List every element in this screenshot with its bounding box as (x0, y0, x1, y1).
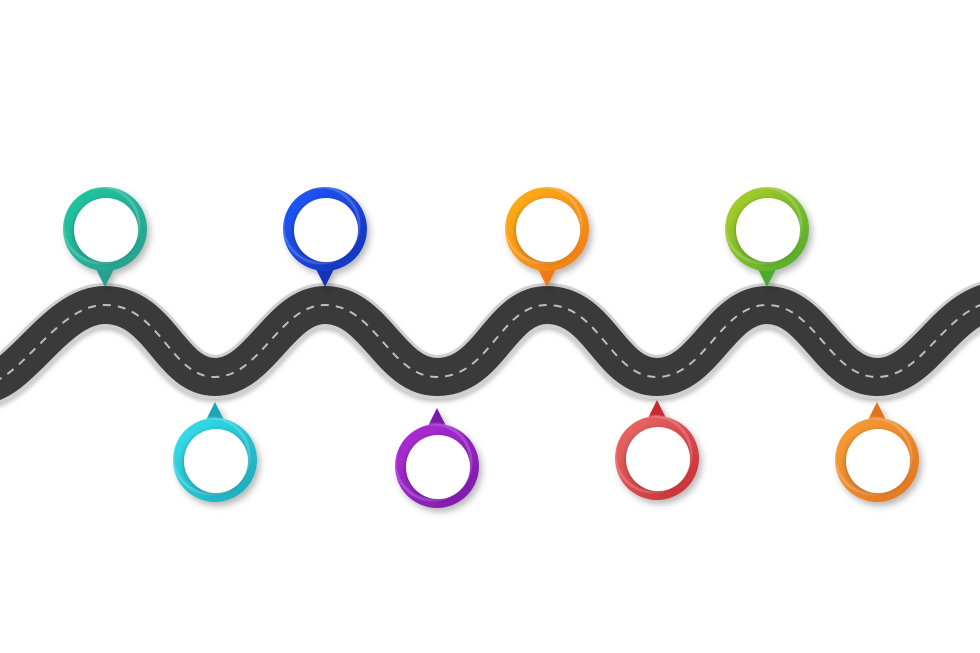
marker-7-center (736, 198, 800, 262)
marker-7-highlight (723, 185, 803, 265)
marker-1-center (74, 198, 138, 262)
marker-1-highlight (61, 185, 141, 265)
marker-3-center (294, 198, 358, 262)
road-center-line (0, 303, 980, 380)
marker-2-highlight (171, 416, 251, 496)
marker-6-center (626, 427, 690, 491)
marker-5-center (516, 198, 580, 262)
marker-3-highlight (281, 185, 361, 265)
marker-8-highlight (833, 416, 913, 496)
marker-4-center (406, 435, 470, 499)
marker-6-highlight (613, 414, 693, 494)
marker-4-highlight (393, 422, 473, 502)
marker-8-center (846, 429, 910, 493)
milestone-markers (61, 185, 919, 508)
marker-2-center (184, 429, 248, 493)
winding-road (0, 281, 980, 403)
marker-5-highlight (503, 185, 583, 265)
